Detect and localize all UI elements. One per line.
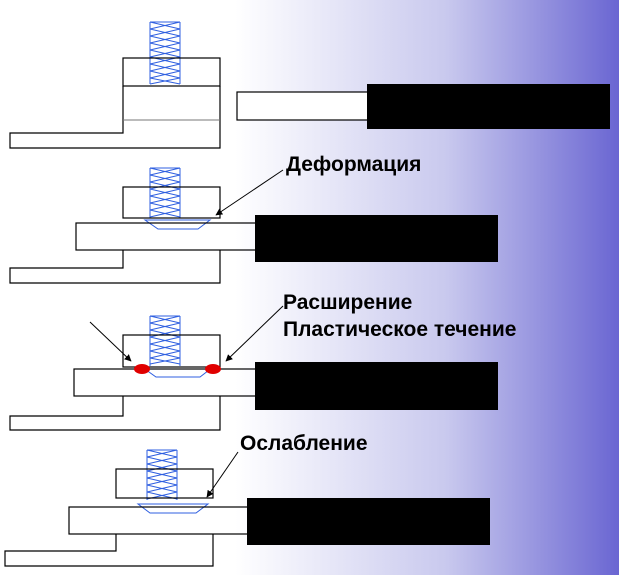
stage-2-deformation [9,167,498,284]
wire-conductor-outline [73,368,257,397]
terminal-clamp-block [122,334,221,368]
terminal-base-plate [4,534,214,567]
label-deformation: Деформация [286,153,422,176]
plastic-flow-mark-left [134,364,150,374]
screw-thread-icon [136,449,210,514]
terminal-clamp-block [122,57,221,87]
wire-conductor-outline [75,222,257,251]
label-expansion: Расширение [283,291,413,314]
wire-conductor-outline [68,506,250,535]
stage-4-loosening [4,449,490,567]
label-loosening: Ослабление [240,432,368,455]
terminal-clamp-block [122,186,221,219]
terminal-base-plate [9,86,221,149]
terminal-base-plate [9,396,221,431]
plastic-flow-mark-right [205,364,221,374]
label-plastic-flow: Пластическое течение [283,318,517,341]
deformation-arrow [215,169,284,216]
screw-thread-icon [140,315,215,378]
expansion-arrow-left [89,321,132,362]
terminal-clamp-block [115,468,214,499]
expansion-arrow-right [225,305,284,362]
wire-lead-block [255,362,498,410]
screw-thread-icon [149,21,181,85]
stage-3-expansion [9,305,498,431]
terminal-base-plate [9,250,221,284]
wire-insulation-white [236,91,378,121]
wire-lead-block [247,498,490,545]
wire-lead-block [367,84,610,129]
stage-1-initial [9,21,610,149]
wire-lead-block [255,215,498,262]
screw-thread-icon [143,167,212,230]
loosening-arrow [206,451,239,498]
